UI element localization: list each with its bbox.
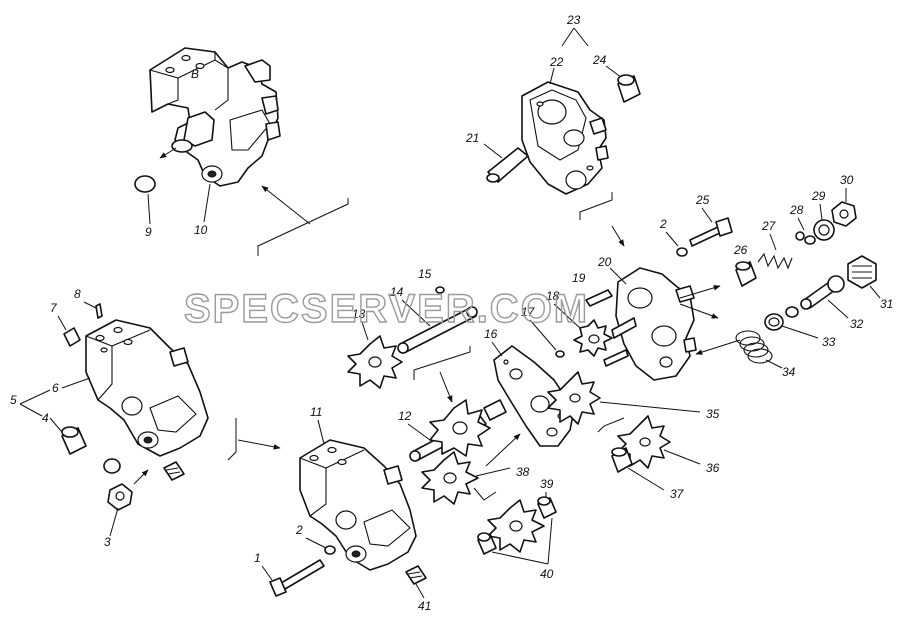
part-41-cap-left: [163, 461, 185, 481]
label-2b: 2: [295, 523, 303, 537]
part-16-gasket: [493, 345, 575, 447]
part-14-shaft: [397, 306, 478, 354]
part-24-bushing: [617, 74, 641, 103]
part-30-nut: [831, 201, 857, 227]
label-30: 30: [840, 173, 854, 187]
label-23: 23: [566, 13, 581, 27]
label-20: 20: [597, 255, 612, 269]
label-2a: 2: [659, 217, 667, 231]
part-15-pin: [435, 286, 445, 294]
part-41-cap: [405, 565, 427, 585]
part-27-spring: [757, 252, 793, 270]
part-40-bushing-a: [477, 532, 497, 555]
label-25: 25: [695, 193, 710, 207]
part-37-bushing: [611, 447, 633, 473]
label-29: 29: [811, 189, 826, 203]
part-40-bushing-b: [537, 496, 557, 519]
label-22: 22: [549, 55, 564, 69]
part-39-gear: [487, 499, 545, 553]
part-12-shaft-gear: [409, 399, 507, 462]
label-38: 38: [516, 465, 530, 479]
part-19-pin: [585, 289, 613, 307]
label-33: 33: [822, 335, 836, 349]
label-41: 41: [418, 599, 431, 613]
label-19: 19: [572, 271, 586, 285]
part-18-shaft: [603, 349, 629, 367]
label-1: 1: [254, 551, 261, 565]
part-ball-valve: [103, 458, 121, 474]
watermark: SPECSERVER.COM: [184, 287, 589, 331]
label-39: 39: [540, 477, 554, 491]
label-24: 24: [592, 53, 607, 67]
cover-assembly: [521, 81, 609, 195]
part-28-ring: [804, 235, 816, 245]
label-21: 21: [465, 131, 479, 145]
label-28: 28: [789, 203, 804, 217]
label-36: 36: [706, 461, 720, 475]
part-34-spring: [735, 330, 773, 364]
label-6: 6: [52, 381, 59, 395]
label-15: 15: [418, 267, 432, 281]
part-36-gear: [617, 415, 671, 469]
label-31: 31: [880, 297, 893, 311]
label-7: 7: [50, 301, 58, 315]
label-14: 14: [390, 285, 404, 299]
part-38-gear: [421, 451, 479, 505]
part-21-pin: [486, 147, 529, 183]
label-9: 9: [145, 225, 152, 239]
label-40: 40: [540, 567, 554, 581]
label-26: 26: [733, 243, 748, 257]
label-10: 10: [194, 223, 208, 237]
label-27: 27: [761, 219, 777, 233]
label-18: 18: [546, 289, 560, 303]
part-31-cap: [847, 255, 877, 289]
part-3-nut: [107, 483, 133, 511]
label-16: 16: [484, 327, 498, 341]
label-37: 37: [670, 487, 685, 501]
label-11: 11: [310, 405, 322, 419]
part-9-plug: [134, 175, 156, 193]
part-1-bolt: [269, 559, 325, 597]
label-13: 13: [352, 307, 366, 321]
part-28-ball: [795, 231, 805, 241]
part-11-housing: [299, 439, 417, 571]
label-12: 12: [398, 409, 412, 423]
part-2-washer-b: [324, 545, 336, 555]
part-20-pump-body: [611, 267, 697, 381]
label-3: 3: [104, 535, 111, 549]
part-26-bushing: [735, 261, 757, 287]
assembled-pump: B: [149, 47, 281, 187]
label-32: 32: [850, 317, 864, 331]
part-8-pin: [95, 303, 103, 319]
part-13-gear: [347, 335, 403, 389]
part-2-washer: [676, 247, 688, 257]
label-34: 34: [782, 365, 796, 379]
label-4: 4: [42, 411, 49, 425]
part-7-plug: [63, 327, 81, 347]
part-6-housing: [85, 319, 209, 457]
part-17-key: [555, 350, 565, 358]
label-17: 17: [521, 305, 536, 319]
label-8: 8: [74, 287, 81, 301]
label-5: 5: [10, 393, 17, 407]
part-4-bushing: [61, 426, 87, 455]
part-35-gear: [547, 371, 601, 425]
part-18-gear: [573, 319, 613, 357]
housing-mark-top: B: [191, 67, 199, 81]
label-35: 35: [706, 407, 720, 421]
part-32-plunger: [800, 275, 845, 310]
part-25-bolt: [689, 217, 733, 247]
